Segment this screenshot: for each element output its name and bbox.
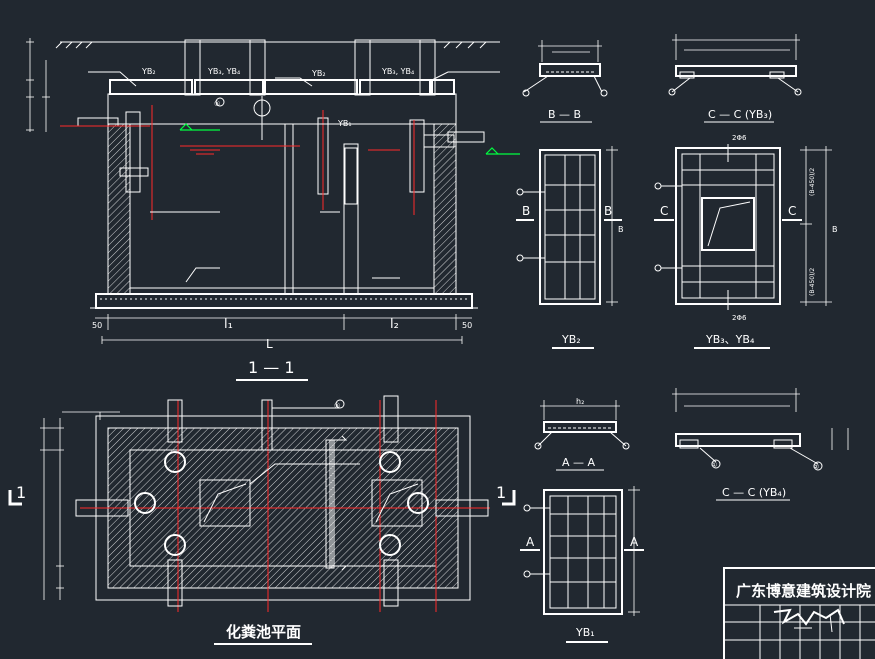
plan-cut-left: 1 xyxy=(16,483,26,502)
section-edge-right: 50 xyxy=(462,321,472,330)
detail-yb2: B B B YB₂ xyxy=(516,146,624,349)
section-dim-l1: l₁ xyxy=(224,317,233,332)
yb34-title: YB₃、YB₄ xyxy=(705,333,755,346)
section-slab-label-3: YB₂ xyxy=(311,69,326,78)
yb34-dim-half2: (B-450)/2 xyxy=(809,268,816,296)
section-dim-L: L xyxy=(266,337,273,351)
yb2-title: YB₂ xyxy=(561,333,581,346)
cc3-title: C — C (YB₃) xyxy=(708,108,772,121)
signature-logo xyxy=(773,608,845,633)
company-name: 广东博意建筑设计院 xyxy=(736,582,871,600)
bb-title: B — B xyxy=(548,108,581,121)
yb34-cut-right: C xyxy=(788,204,796,218)
detail-cc3: C — C (YB₃) xyxy=(668,34,802,123)
section-slab-label-1: YB₂ xyxy=(141,67,156,76)
plan-title: 化粪池平面 xyxy=(226,623,301,641)
section-view: ⑤ YB₂ YB₃, YB₄ YB₂ YB₃, YB₄ YB₁ 50 50 l₁… xyxy=(26,38,520,381)
section-edge-left: 50 xyxy=(92,321,102,330)
detail-yb34: (B-450)/2 (B-450)/2 B 2Φ6 2Φ6 C C YB₃、YB… xyxy=(654,134,838,349)
detail-cc4: ① ② C — C (YB₄) xyxy=(672,388,849,501)
yb2-cut-left: B xyxy=(522,204,530,218)
title-block: 广东博意建筑设计院 xyxy=(723,567,875,659)
plan-cut-right: 1 xyxy=(496,483,506,502)
cc4-callout-2: ② xyxy=(813,463,819,471)
cc4-title: C — C (YB₄) xyxy=(722,486,786,499)
section-title: 1 — 1 xyxy=(248,358,295,377)
aa-dim: h₂ xyxy=(576,397,584,406)
aa-title: A — A xyxy=(562,456,596,469)
section-slab-label-2: YB₃, YB₄ xyxy=(207,67,240,76)
yb1-title: YB₁ xyxy=(575,626,595,639)
yb34-dim-half1: (B-450)/2 xyxy=(809,168,816,196)
yb2-cut-right: B xyxy=(604,204,612,218)
detail-bb: B — B xyxy=(522,40,608,123)
yb1-cut-left: A xyxy=(526,535,535,549)
yb34-cut-left: C xyxy=(660,204,668,218)
section-slab-label-4: YB₃, YB₄ xyxy=(381,67,414,76)
detail-yb1: A A YB₁ xyxy=(520,486,644,643)
section-callout: ⑤ xyxy=(214,100,220,108)
section-dim-l2: l₂ xyxy=(390,317,399,332)
yb34-bar-note-top: 2Φ6 xyxy=(732,134,747,142)
yb34-dim-B: B xyxy=(832,225,838,234)
plan-view: ⑤ 1 1 化粪池平面 xyxy=(8,395,516,645)
yb34-bar-note-bottom: 2Φ6 xyxy=(732,314,747,322)
detail-aa: h₂ A — A xyxy=(534,397,630,471)
yb2-dim: B xyxy=(618,225,624,234)
yb1-cut-right: A xyxy=(630,535,639,549)
plan-callout: ⑤ xyxy=(334,402,340,410)
cc4-callout-1: ① xyxy=(711,461,717,469)
section-slab-label-5: YB₁ xyxy=(337,119,352,128)
